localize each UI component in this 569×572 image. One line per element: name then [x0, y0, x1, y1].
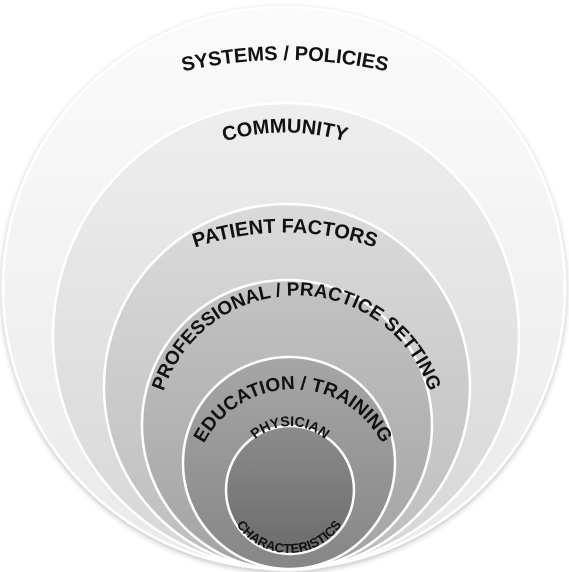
- ring-physician-characteristics: [224, 424, 356, 556]
